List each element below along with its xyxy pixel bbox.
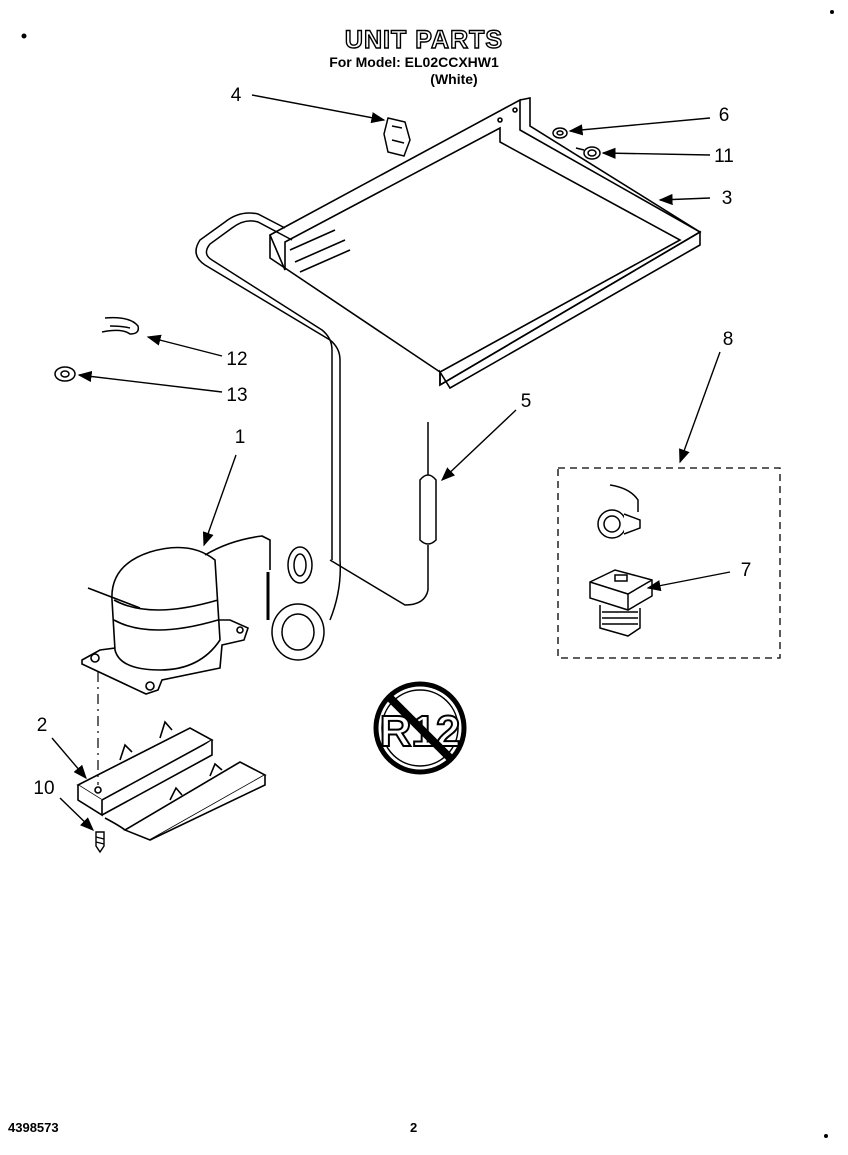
color-label: (White) <box>430 71 478 87</box>
page-number: 2 <box>410 1120 418 1135</box>
callout-1: 1 <box>235 427 246 448</box>
refrigerant-tubing <box>195 212 342 621</box>
callout-13: 13 <box>226 385 247 406</box>
callout-3: 3 <box>722 188 733 209</box>
leader-arrows <box>51 94 731 831</box>
callout-5: 5 <box>521 391 532 412</box>
screw-part-11 <box>575 146 601 160</box>
compressor <box>81 535 271 695</box>
capillary-coil <box>266 546 325 661</box>
callout-8: 8 <box>723 329 734 350</box>
unit-cover-plate <box>268 97 702 390</box>
model-label: For Model: EL02CCXHW1 <box>329 54 499 70</box>
document-number: 4398573 <box>8 1120 59 1135</box>
callout-12: 12 <box>226 349 247 370</box>
callout-7: 7 <box>741 560 752 581</box>
registration-marks <box>21 10 834 1138</box>
kit-box <box>557 467 781 659</box>
relay-part <box>589 569 653 637</box>
retaining-clip <box>101 316 140 335</box>
page-title: UNIT PARTS <box>344 25 504 54</box>
callout-6: 6 <box>719 105 730 126</box>
callout-2: 2 <box>37 715 48 736</box>
mounting-bracket <box>76 720 267 841</box>
clip-part <box>383 117 411 157</box>
callout-10: 10 <box>33 778 54 799</box>
screw-part-10 <box>95 831 105 854</box>
overload-protector <box>597 484 641 539</box>
callout-11: 11 <box>714 146 734 167</box>
temperature-sensor <box>329 422 437 606</box>
washer-part <box>552 127 568 139</box>
grommet-part <box>54 366 76 382</box>
r12-refrigerant-badge: R12 <box>373 681 467 775</box>
callout-4: 4 <box>231 85 242 106</box>
